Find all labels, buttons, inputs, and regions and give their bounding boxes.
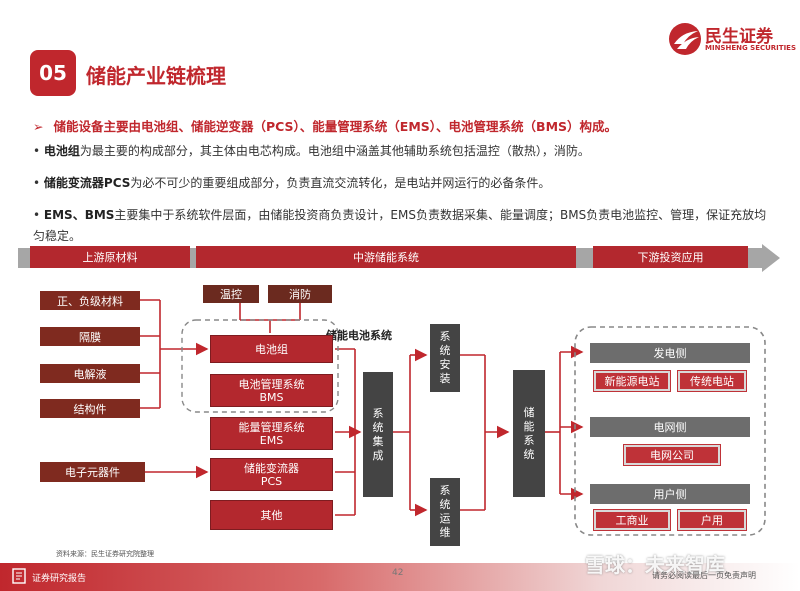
char: 统 [372, 420, 384, 434]
battery-pack: 电池组 [210, 335, 333, 363]
char: 储 [523, 405, 535, 419]
band-downstream: 下游投资应用 [593, 246, 748, 268]
user-side: 用户侧 [590, 484, 750, 504]
report-icon [12, 568, 26, 584]
bms-box: 电池管理系统 BMS [210, 374, 333, 407]
bullet-text: 为最主要的构成部分，其主体由电芯构成。电池组中涵盖其他辅助系统包括温控（散热），… [79, 144, 590, 158]
char: 安 [439, 358, 451, 371]
page-title: 储能产业链梳理 [86, 64, 226, 88]
char: 系 [439, 484, 451, 497]
ems-line2: EMS [259, 433, 284, 447]
bullet-bold: EMS、BMS [43, 208, 115, 222]
char: 维 [439, 526, 451, 539]
logo-icon [669, 23, 701, 55]
pcs-box: 储能变流器 PCS [210, 458, 333, 491]
page-number: 42 [392, 568, 404, 578]
downstream-group [574, 326, 766, 536]
char: 运 [439, 512, 451, 525]
char: 统 [439, 498, 451, 511]
bullet-text: 主要集中于系统软件层面，由储能投资商负责设计，EMS负责数据采集、能量调度；BM… [33, 208, 767, 243]
commercial-industrial: 工商业 [594, 510, 670, 530]
char: 统 [523, 447, 535, 461]
generation-side: 发电侧 [590, 343, 750, 363]
pcs-line1: 储能变流器 [244, 461, 299, 475]
material-electrolyte: 电解液 [40, 364, 140, 383]
section-number: 05 [30, 50, 76, 96]
material-cathode-anode: 正、负级材料 [40, 291, 140, 310]
system-integration: 系 统 集 成 [363, 372, 393, 497]
band-midstream: 中游储能系统 [196, 246, 576, 268]
arrow-bullet-icon: ➢ [33, 119, 44, 134]
char: 系 [523, 433, 535, 447]
bullet-bold: 电池组 [43, 144, 80, 158]
system-operation: 系 统 运 维 [430, 478, 460, 546]
other-box: 其他 [210, 500, 333, 530]
electronic-components: 电子元器件 [40, 462, 145, 482]
grid-company: 电网公司 [624, 445, 720, 465]
brand-logo: 民生证券 MINSHENG SECURITIES [668, 20, 796, 60]
char: 统 [439, 344, 451, 357]
bullet-ems-bms: • EMS、BMS主要集中于系统软件层面，由储能投资商负责设计，EMS负责数据采… [33, 208, 767, 243]
battery-system-group [181, 319, 339, 413]
bullet-battery: • 电池组为最主要的构成部分，其主体由电芯构成。电池组中涵盖其他辅助系统包括温控… [33, 144, 590, 158]
char: 系 [372, 406, 384, 420]
footer-report-label: 证券研究报告 [32, 574, 87, 584]
bms-line1: 电池管理系统 [238, 377, 305, 391]
char: 装 [439, 372, 451, 385]
char: 成 [372, 448, 384, 462]
lead-sentence: ➢ 储能设备主要由电池组、储能逆变器（PCS）、能量管理系统（EMS）、电池管理系… [33, 116, 617, 135]
material-separator: 隔膜 [40, 327, 140, 346]
watermark: 雪球：未来智库 [585, 553, 725, 577]
thermal-control: 温控 [203, 285, 259, 303]
energy-storage-system: 储 能 系 统 [513, 370, 545, 497]
logo-name: 民生证券 [705, 27, 773, 47]
bullet-bold: 储能变流器PCS [43, 176, 131, 190]
bullet-pcs: • 储能变流器PCS为必不可少的重要组成部分，负责直流交流转化，是电站并网运行的… [33, 176, 551, 190]
watermark-disclaimer: 请务必阅读最后一页免责声明 [652, 571, 756, 580]
char: 集 [372, 434, 384, 448]
renewable-station: 新能源电站 [594, 371, 670, 391]
system-installation: 系 统 安 装 [430, 324, 460, 392]
household: 户用 [678, 510, 746, 530]
traditional-station: 传统电站 [678, 371, 746, 391]
pcs-line2: PCS [260, 474, 283, 488]
bms-line2: BMS [259, 390, 284, 404]
battery-system-label: 储能电池系统 [326, 329, 392, 342]
material-structural: 结构件 [40, 399, 140, 418]
source-note: 资料来源：民生证券研究院整理 [56, 550, 154, 558]
footer-bar [0, 563, 800, 591]
char: 能 [523, 419, 535, 433]
lead-text: 储能设备主要由电池组、储能逆变器（PCS）、能量管理系统（EMS）、电池管理系统… [53, 119, 618, 134]
char: 系 [439, 330, 451, 343]
grid-side: 电网侧 [590, 417, 750, 437]
logo-subtitle: MINSHENG SECURITIES [705, 44, 796, 52]
ems-line1: 能量管理系统 [238, 420, 305, 434]
band-upstream: 上游原材料 [30, 246, 190, 268]
ems-box: 能量管理系统 EMS [210, 417, 333, 450]
fire-protection: 消防 [268, 285, 332, 303]
bullet-text: 为必不可少的重要组成部分，负责直流交流转化，是电站并网运行的必备条件。 [130, 176, 551, 190]
